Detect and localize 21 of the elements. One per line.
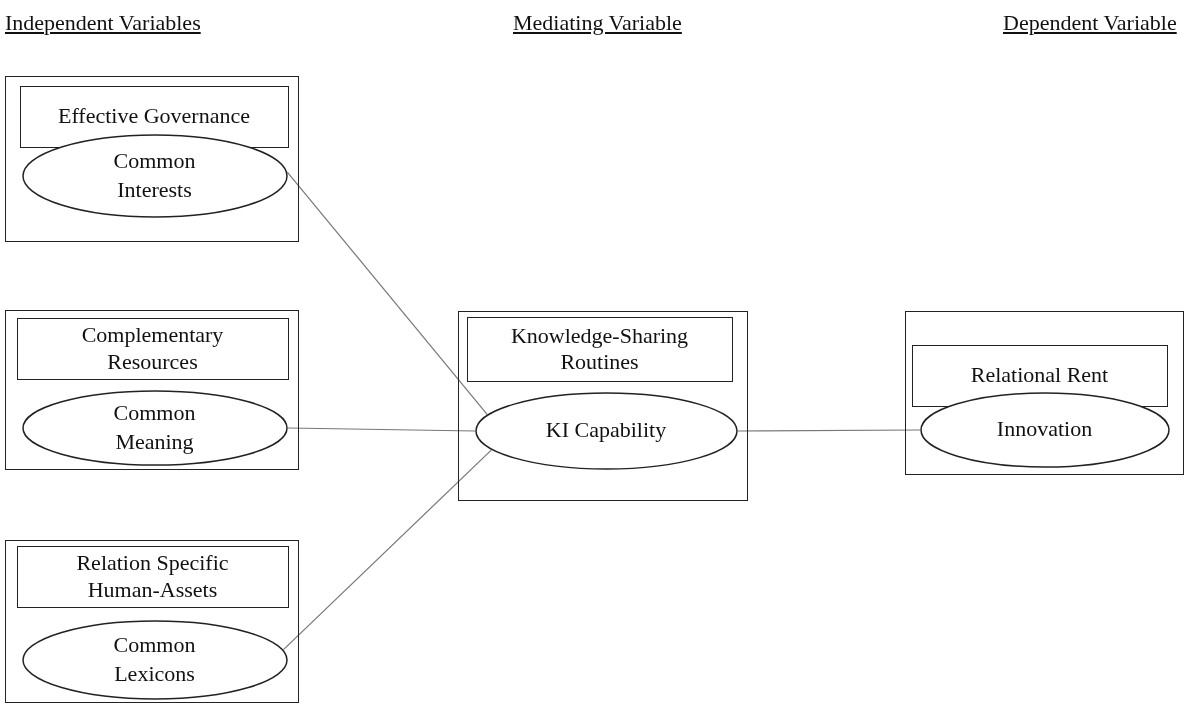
group-frame: [5, 76, 299, 242]
connector-line: [286, 171, 488, 416]
group-frame: [905, 311, 1184, 475]
variable-ellipse: Common Lexicons: [21, 619, 288, 700]
column-heading: Mediating Variable: [513, 10, 682, 36]
group-frame: [5, 310, 299, 470]
group-frame: [5, 540, 299, 703]
variable-ellipse: Common Interests: [21, 133, 288, 218]
construct-box: Complementary Resources: [16, 317, 289, 380]
group-frame: [458, 311, 748, 501]
variable-ellipse: KI Capability: [474, 391, 738, 470]
column-heading: Dependent Variable: [1003, 10, 1177, 36]
construct-box: Effective Governance: [19, 85, 289, 148]
variable-ellipse: Innovation: [919, 391, 1170, 468]
connector-line: [287, 427, 476, 432]
connector-line: [282, 449, 493, 651]
construct-box: Relation Specific Human-Assets: [16, 545, 289, 608]
construct-box: Knowledge-Sharing Routines: [466, 316, 733, 382]
connector-line: [737, 429, 921, 432]
variable-ellipse: Common Meaning: [21, 389, 288, 466]
column-heading: Independent Variables: [5, 10, 201, 36]
